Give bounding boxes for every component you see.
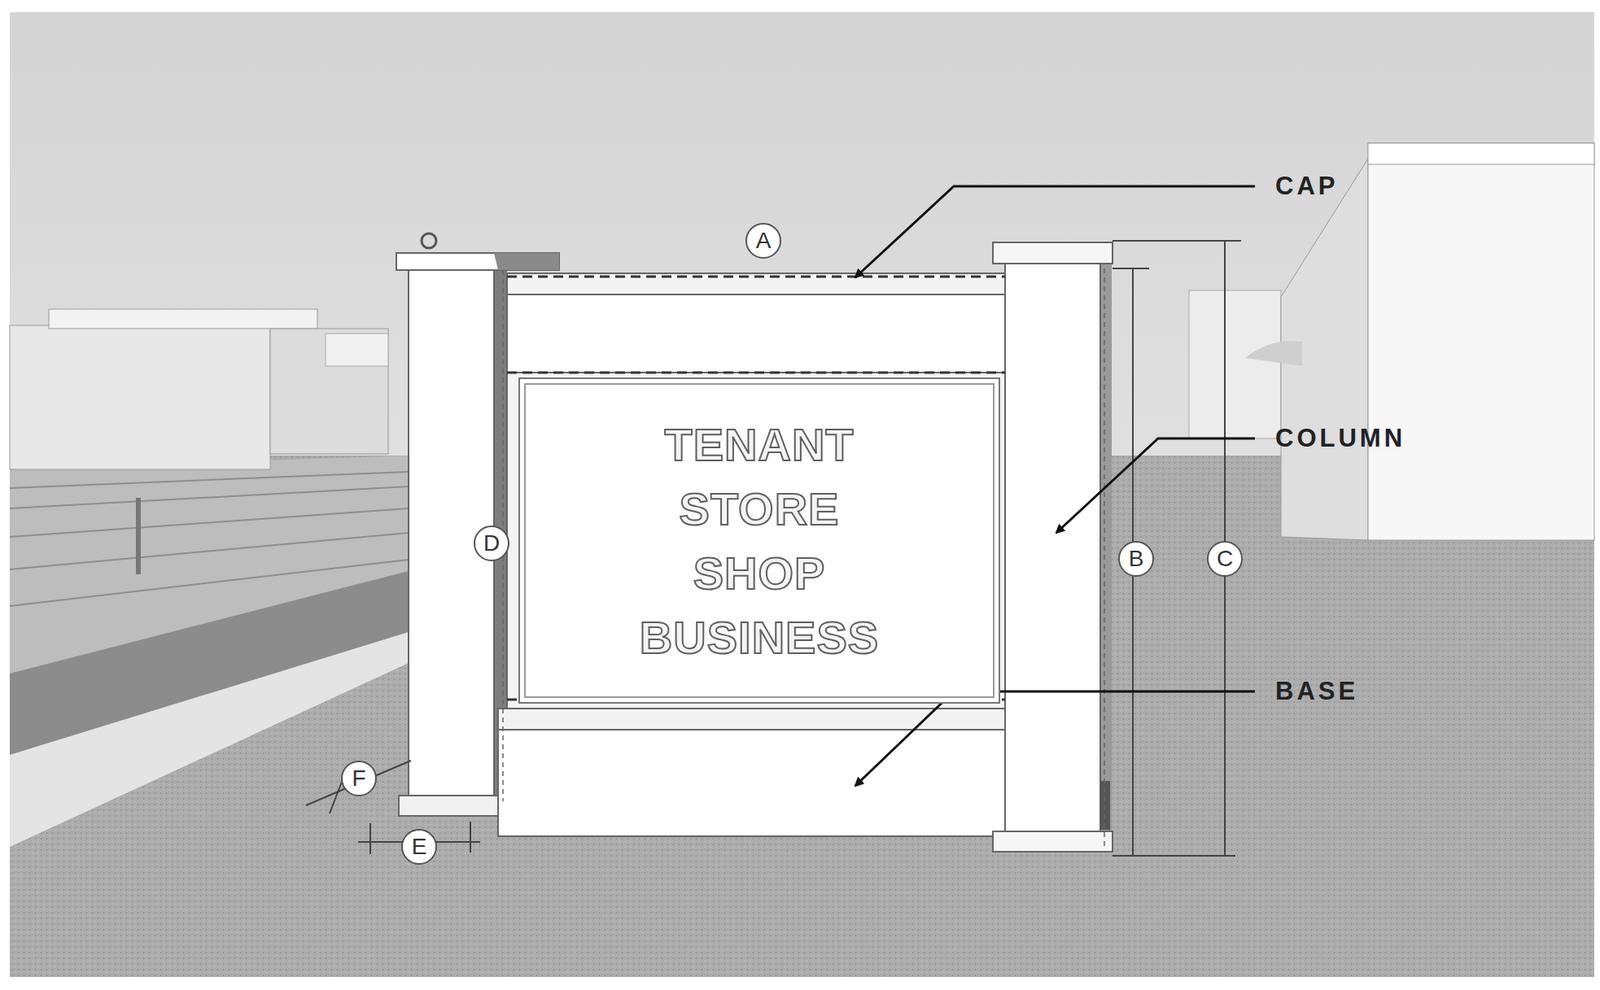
callout-circle: B bbox=[1118, 541, 1155, 578]
sign-panel: TENANT STORE SHOP BUSINESS bbox=[518, 377, 1001, 704]
callout-letter: F bbox=[351, 767, 366, 791]
part-label: BASE bbox=[1275, 677, 1359, 707]
sign-text: TENANT STORE SHOP BUSINESS bbox=[639, 412, 879, 670]
callout-letter: E bbox=[411, 835, 428, 859]
callout-letter: B bbox=[1128, 547, 1145, 571]
callout-letter: A bbox=[756, 229, 772, 253]
callout-letter: C bbox=[1216, 547, 1233, 571]
callout-letter: D bbox=[483, 532, 500, 556]
callout-circle: A bbox=[745, 222, 782, 259]
callout-circle: C bbox=[1206, 541, 1243, 578]
callout-circle: D bbox=[473, 525, 510, 562]
part-label: CAP bbox=[1275, 171, 1338, 202]
part-label: COLUMN bbox=[1275, 424, 1406, 454]
callout-circle: F bbox=[340, 760, 377, 797]
callout-circle: E bbox=[401, 829, 438, 866]
